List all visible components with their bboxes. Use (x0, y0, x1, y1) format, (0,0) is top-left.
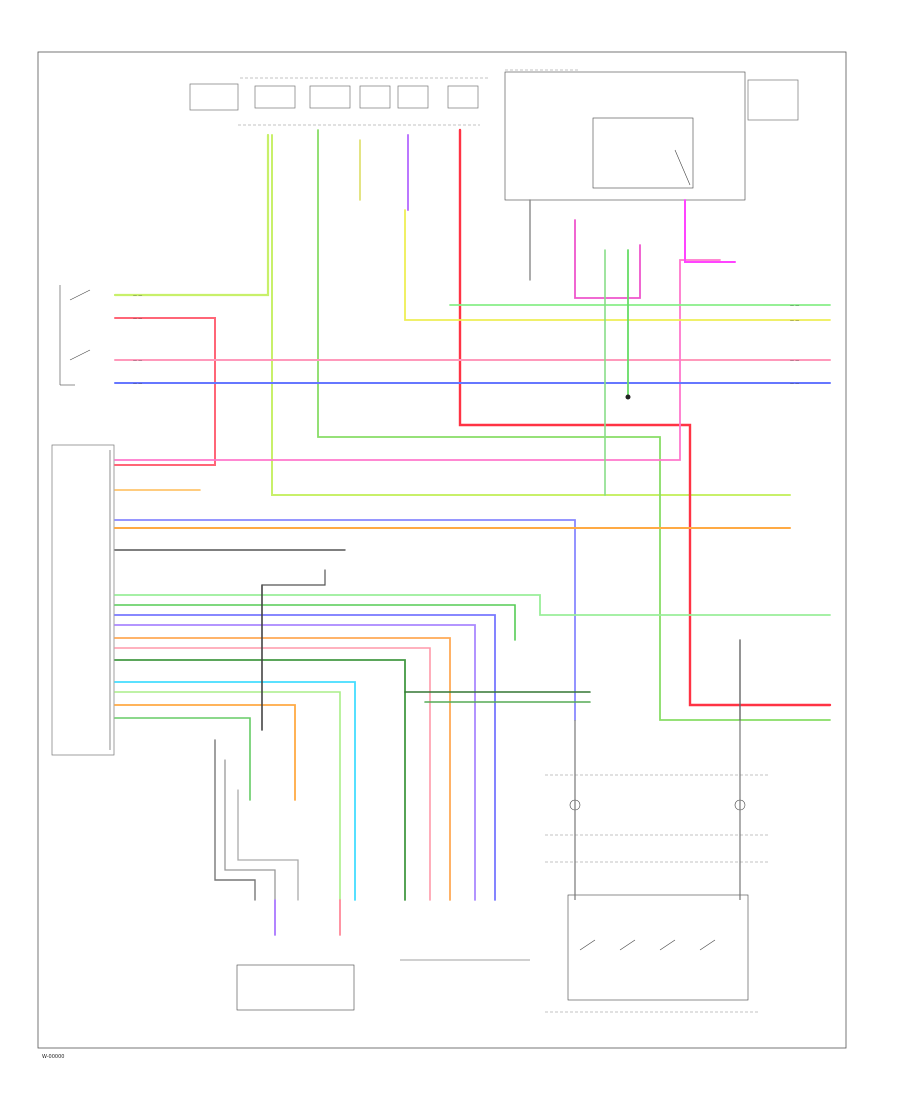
wire-green-3 (317, 129, 831, 721)
wire-pink-2 (114, 259, 721, 461)
diagram-frame (37, 51, 847, 1049)
wire-orange-ecm (114, 637, 451, 901)
throttle-body-connector (236, 964, 355, 1011)
wire-yellow-1 (404, 209, 831, 321)
wire-pink-ecm (114, 647, 431, 901)
svg-text:— —: — — (790, 381, 799, 386)
wire-lt-green-ecm (114, 594, 831, 616)
wires (113, 128, 832, 936)
wire-magenta-1 (684, 199, 736, 263)
wire-green-ecm-2 (114, 604, 516, 641)
svg-text:— —: — — (790, 358, 799, 363)
cruise-section (545, 720, 770, 1013)
wire-tb-1 (214, 739, 256, 901)
svg-text:— —: — — (790, 303, 799, 308)
svg-text:— —: — — (133, 358, 142, 363)
wire-cyan (114, 681, 356, 901)
wire-red-1 (114, 317, 216, 466)
top-fuse-labels (189, 69, 580, 126)
wire-lt-green-tp (114, 691, 341, 901)
wire-orange-tp (114, 704, 296, 801)
svg-text:— —: — — (790, 318, 799, 323)
svg-text:— —: — — (133, 316, 142, 321)
left-switch-assembly (59, 285, 91, 386)
svg-text:— —: — — (133, 381, 142, 386)
figure-code: W-00000 (42, 1054, 64, 1060)
wire-green-tp (114, 717, 251, 801)
wire-labels: — — — — — — — — — — — — — — — — (133, 293, 799, 386)
wire-violet-ecm (114, 624, 476, 901)
ecm-connector-block (51, 444, 115, 756)
wire-tb-2 (224, 759, 276, 901)
wire-blue-2 (114, 519, 576, 721)
ground-symbol (625, 394, 631, 400)
relay-box (504, 71, 799, 201)
wire-blue-ecm (114, 614, 496, 901)
wire-lt-green-1 (113, 133, 270, 297)
wire-tb-3 (237, 789, 299, 901)
wire-lt-green-2 (271, 134, 791, 496)
wire-black-3 (261, 569, 326, 586)
svg-text:— —: — — (133, 293, 142, 298)
wire-red-2 (458, 128, 832, 707)
wire-magenta-2 (574, 219, 641, 299)
wire-dkgreen-ecm (114, 659, 406, 901)
